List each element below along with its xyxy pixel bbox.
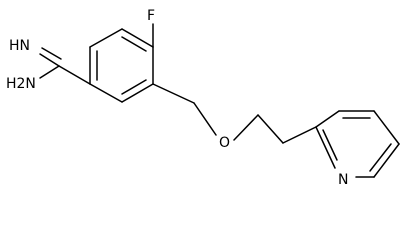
structure-canvas: F HN H2N O N — [6, 8, 400, 188]
ether-oxygen-label: O — [219, 135, 230, 151]
bond — [121, 28, 154, 48]
bond — [315, 126, 336, 169]
pyridine-ring — [315, 110, 400, 178]
double-bond-inner — [369, 143, 392, 172]
amine-label: H2N — [6, 76, 36, 92]
double-bond-inner — [322, 129, 338, 161]
double-bond-inner — [121, 36, 147, 52]
bond — [89, 83, 123, 103]
bond — [373, 110, 400, 145]
amine-label-text: H2N — [6, 76, 36, 92]
bond-ch2-pyridine — [282, 126, 317, 144]
bond-ch2-ch2 — [257, 114, 284, 144]
pyridine-nitrogen-label: N — [338, 172, 348, 188]
bond-c-nh — [39, 53, 60, 67]
fluorine-label: F — [147, 8, 155, 24]
double-bond-inner — [121, 79, 147, 95]
bond — [373, 143, 400, 178]
benzene-ring — [89, 28, 154, 103]
bond-c-nh2 — [39, 65, 60, 79]
double-bond-c-nh — [41, 47, 62, 60]
bond-ring-ch2 — [152, 83, 195, 104]
bond-ring-amidine — [58, 65, 91, 85]
imine-label: HN — [9, 38, 30, 54]
bond — [89, 28, 123, 48]
bond — [315, 110, 340, 128]
bond — [121, 83, 154, 103]
molecule-structure: F HN H2N O N — [6, 8, 400, 188]
bond-ch2-o — [193, 102, 217, 136]
bond-o-ch2 — [233, 114, 259, 141]
